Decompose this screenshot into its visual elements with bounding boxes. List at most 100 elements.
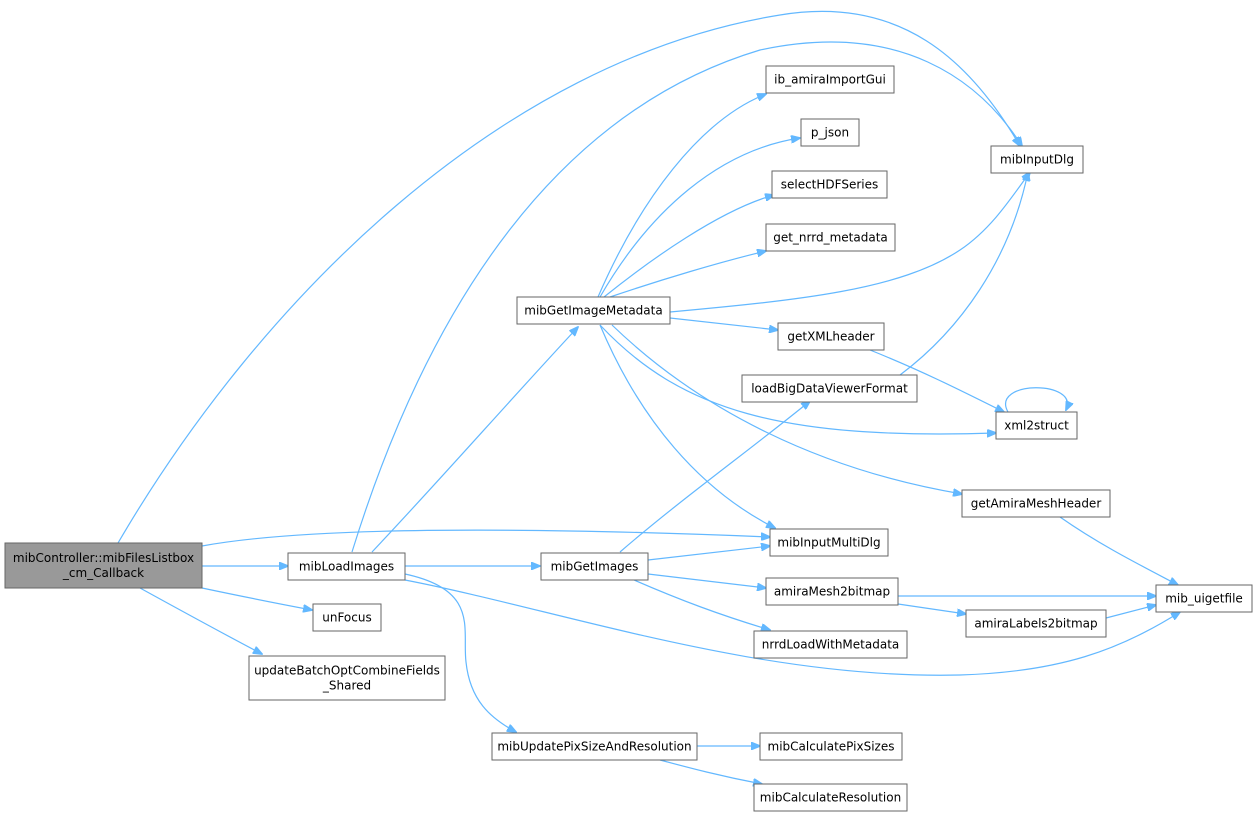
node-label: mibGetImageMetadata	[524, 304, 662, 318]
node-label: mibGetImages	[551, 560, 639, 574]
edge-getImages-nrrdLoad	[633, 579, 770, 630]
node-box[interactable]	[516, 296, 671, 325]
edge-meta-getXML	[669, 317, 778, 330]
edge-mibLoadImages-mibGetImageMetadata	[371, 327, 578, 553]
node-box[interactable]	[4, 542, 203, 589]
edge-root-mibInputDlg	[117, 10, 1020, 544]
node-label: xml2struct	[1004, 419, 1069, 433]
node-amiraMesh[interactable]: amiraMesh2bitmap	[765, 577, 899, 606]
node-box[interactable]	[765, 577, 899, 606]
node-label: amiraMesh2bitmap	[774, 585, 890, 599]
node-mibGetImageMetadata[interactable]: mibGetImageMetadata	[516, 296, 671, 325]
edge-getImages-mibInputMulti	[647, 546, 770, 561]
node-label: mibCalculatePixSizes	[768, 740, 895, 754]
node-box[interactable]	[540, 552, 649, 581]
edge-mibLoadImages-mib_uiget	[404, 579, 1180, 676]
node-mib_uiget[interactable]: mib_uigetfile	[1155, 584, 1253, 613]
edge-meta-get_nrrd	[609, 251, 766, 298]
node-label: _Shared	[322, 679, 371, 693]
edge-layer	[117, 10, 1180, 784]
node-label: updateBatchOptCombineFields	[254, 664, 440, 678]
edge-meta-xml2struct	[599, 324, 996, 434]
node-getXML[interactable]: getXMLheader	[777, 322, 885, 351]
node-xml2struct[interactable]: xml2struct	[995, 411, 1078, 440]
node-box[interactable]	[961, 489, 1111, 518]
node-label: loadBigDataViewerFormat	[751, 382, 908, 396]
edge-update-mibCalcRes	[659, 759, 762, 784]
node-mibCalcPix[interactable]: mibCalculatePixSizes	[759, 732, 903, 761]
node-getAmira[interactable]: getAmiraMeshHeader	[961, 489, 1111, 518]
node-label: mibInputDlg	[1000, 153, 1074, 167]
node-box[interactable]	[312, 603, 382, 632]
edge-meta-mibInputDlg	[669, 172, 1030, 313]
edge-root-unFocus	[201, 587, 312, 610]
edge-getImages-loadBig	[619, 401, 810, 553]
node-box[interactable]	[769, 528, 889, 557]
node-box[interactable]	[759, 732, 903, 761]
edge-amiraMesh-amiraLabels	[897, 603, 966, 614]
edge-getImages-amiraMesh	[647, 573, 766, 588]
node-root[interactable]: mibController::mibFilesListbox_cm_Callba…	[4, 542, 203, 589]
node-label: getAmiraMeshHeader	[971, 497, 1102, 511]
node-box[interactable]	[771, 170, 888, 199]
node-box[interactable]	[753, 783, 908, 812]
node-label: unFocus	[322, 611, 371, 625]
node-selectHDF[interactable]: selectHDFSeries	[771, 170, 888, 199]
node-box[interactable]	[765, 65, 895, 94]
node-mibCalcRes[interactable]: mibCalculateResolution	[753, 783, 908, 812]
node-box[interactable]	[995, 411, 1078, 440]
node-updateBatch[interactable]: updateBatchOptCombineFields_Shared	[248, 655, 446, 701]
edge-meta-selectHDF	[603, 195, 774, 298]
node-box[interactable]	[765, 223, 896, 252]
node-nrrdLoad[interactable]: nrrdLoadWithMetadata	[753, 630, 908, 659]
edge-loadBig-mibInputDlg	[899, 172, 1028, 376]
node-box[interactable]	[1155, 584, 1253, 613]
node-label: getXMLheader	[787, 330, 874, 344]
node-mibInputMulti[interactable]: mibInputMultiDlg	[769, 528, 889, 557]
node-box[interactable]	[491, 732, 698, 761]
node-label: mib_uigetfile	[1165, 592, 1243, 606]
node-label: nrrdLoadWithMetadata	[762, 638, 900, 652]
node-get_nrrd[interactable]: get_nrrd_metadata	[765, 223, 896, 252]
node-label: mibLoadImages	[299, 560, 394, 574]
node-label: amiraLabels2bitmap	[974, 617, 1097, 631]
node-label: ib_amiraImportGui	[774, 73, 886, 87]
node-label: mibCalculateResolution	[760, 791, 901, 805]
edge-mibLoadImages-mibInputDlg	[351, 41, 1022, 553]
edge-meta-getAmira	[611, 324, 962, 494]
edge-getXML-xml2struct	[869, 349, 1004, 412]
node-mibUpdatePix[interactable]: mibUpdatePixSizeAndResolution	[491, 732, 698, 761]
node-label: p_json	[811, 126, 849, 140]
edge-mibLoadImages-mibUpdatePix	[404, 573, 516, 732]
edge-meta-mibInputMulti	[599, 324, 775, 528]
node-box[interactable]	[965, 609, 1107, 638]
node-mibInputDlg[interactable]: mibInputDlg	[990, 145, 1084, 174]
node-amiraLabels[interactable]: amiraLabels2bitmap	[965, 609, 1107, 638]
node-ib_amira[interactable]: ib_amiraImportGui	[765, 65, 895, 94]
node-box[interactable]	[990, 145, 1084, 174]
node-box[interactable]	[800, 118, 860, 147]
node-label: mibInputMultiDlg	[777, 536, 880, 550]
node-loadBig[interactable]: loadBigDataViewerFormat	[741, 374, 918, 403]
edge-meta-ib_amira	[597, 94, 766, 298]
node-box[interactable]	[777, 322, 885, 351]
node-box[interactable]	[287, 552, 406, 581]
node-layer: mibController::mibFilesListbox_cm_Callba…	[4, 65, 1253, 812]
edge-root-mibInputMulti	[201, 529, 770, 547]
node-p_json[interactable]: p_json	[800, 118, 860, 147]
node-label: selectHDFSeries	[781, 178, 879, 192]
edge-root-updateBatch	[139, 587, 262, 654]
node-mibLoadImages[interactable]: mibLoadImages	[287, 552, 406, 581]
edge-amiraLabels-mib_uiget	[1105, 605, 1156, 619]
node-label: get_nrrd_metadata	[773, 231, 888, 245]
edge-meta-p_json	[599, 138, 800, 298]
node-box[interactable]	[248, 655, 446, 701]
node-label: mibUpdatePixSizeAndResolution	[497, 740, 691, 754]
node-box[interactable]	[753, 630, 908, 659]
node-box[interactable]	[741, 374, 918, 403]
edge-getAmira-mib_uiget	[1059, 516, 1178, 585]
node-unFocus[interactable]: unFocus	[312, 603, 382, 632]
node-mibGetImages[interactable]: mibGetImages	[540, 552, 649, 581]
edge-xml2struct-self	[1005, 387, 1068, 413]
